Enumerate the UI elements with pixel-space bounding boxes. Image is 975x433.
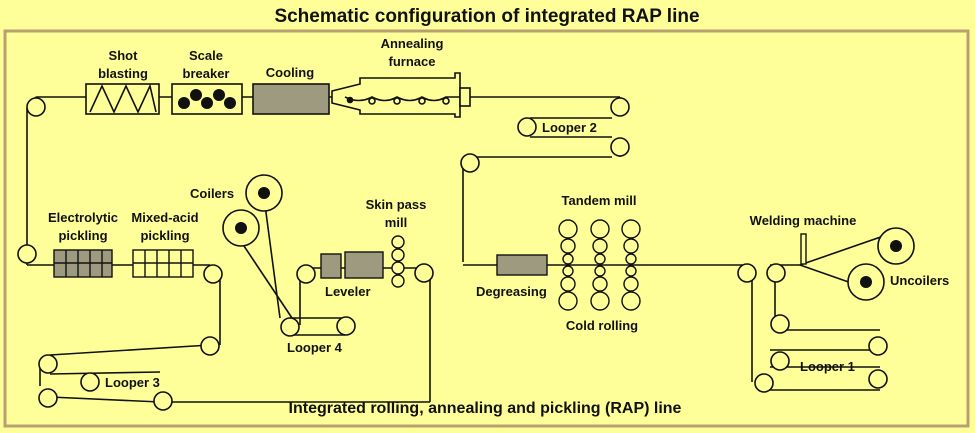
cooling-unit: [252, 83, 330, 115]
roller: [17, 244, 37, 264]
mixed-acid-pickling-label-1: Mixed-acid: [131, 210, 198, 225]
electrolytic-pickling-unit: [53, 249, 113, 278]
scale-breaker-label-2: breaker: [183, 66, 230, 81]
rollers: [17, 97, 888, 411]
tandem-mill-label: Tandem mill: [562, 193, 637, 208]
uncoilers-label: Uncoilers: [890, 273, 949, 288]
skin-pass-mill-unit: [391, 235, 405, 288]
skin-pass-mill-label-1: Skin pass: [366, 197, 427, 212]
shot-blasting-label-2: blasting: [98, 66, 148, 81]
roller: [26, 97, 46, 117]
annealing-furnace-label-2: furnace: [389, 54, 436, 69]
roller: [610, 137, 630, 157]
degreasing-label: Degreasing: [476, 284, 547, 299]
roller: [280, 317, 300, 337]
leveler-unit: [320, 251, 384, 279]
welding-machine-unit: [800, 233, 807, 265]
roller: [80, 372, 100, 392]
welding-machine-label: Welding machine: [750, 213, 857, 228]
looper-2-label: Looper 2: [542, 120, 597, 135]
roller: [766, 263, 786, 283]
roller: [38, 388, 58, 408]
roller: [737, 263, 757, 283]
shot-blasting-unit: [85, 83, 160, 115]
annealing-furnace-label-1: Annealing: [381, 36, 444, 51]
tandem-mill-unit: [558, 219, 641, 311]
annealing-furnace-unit: [331, 72, 471, 118]
electrolytic-pickling-label-2: pickling: [58, 228, 107, 243]
leveler-label: Leveler: [325, 284, 371, 299]
roller: [296, 264, 316, 284]
roller: [517, 117, 537, 137]
scale-breaker-unit: [171, 83, 243, 115]
mixed-acid-pickling-label-2: pickling: [140, 228, 189, 243]
roller: [414, 263, 434, 283]
electrolytic-pickling-label-1: Electrolytic: [48, 210, 118, 225]
scale-breaker-label-1: Scale: [189, 48, 223, 63]
roller: [770, 314, 790, 334]
cold-rolling-label: Cold rolling: [566, 318, 638, 333]
roller: [868, 369, 888, 389]
roller: [868, 336, 888, 356]
diagram-footer-caption: Integrated rolling, annealing and pickli…: [289, 400, 682, 417]
diagram-title: Schematic configuration of integrated RA…: [274, 6, 699, 27]
roller: [153, 391, 173, 411]
looper-4-label: Looper 4: [287, 340, 343, 355]
looper-3-label: Looper 3: [105, 375, 160, 390]
cooling-label: Cooling: [266, 65, 314, 80]
shot-blasting-label-1: Shot: [109, 48, 139, 63]
mixed-acid-pickling-unit: [132, 249, 194, 278]
diagram-frame: [3, 29, 970, 428]
roller: [200, 336, 220, 356]
roller: [754, 373, 774, 393]
roller: [336, 316, 356, 336]
roller: [610, 97, 630, 117]
degreasing-unit: [496, 254, 548, 276]
coilers-label: Coilers: [190, 186, 234, 201]
uncoilers-unit: [847, 227, 915, 301]
roller: [770, 351, 790, 371]
roller: [203, 264, 223, 284]
skin-pass-mill-label-2: mill: [385, 215, 407, 230]
roller: [38, 354, 58, 374]
coilers-unit: [222, 174, 283, 247]
roller: [460, 153, 480, 173]
looper-1-label: Looper 1: [800, 359, 855, 374]
